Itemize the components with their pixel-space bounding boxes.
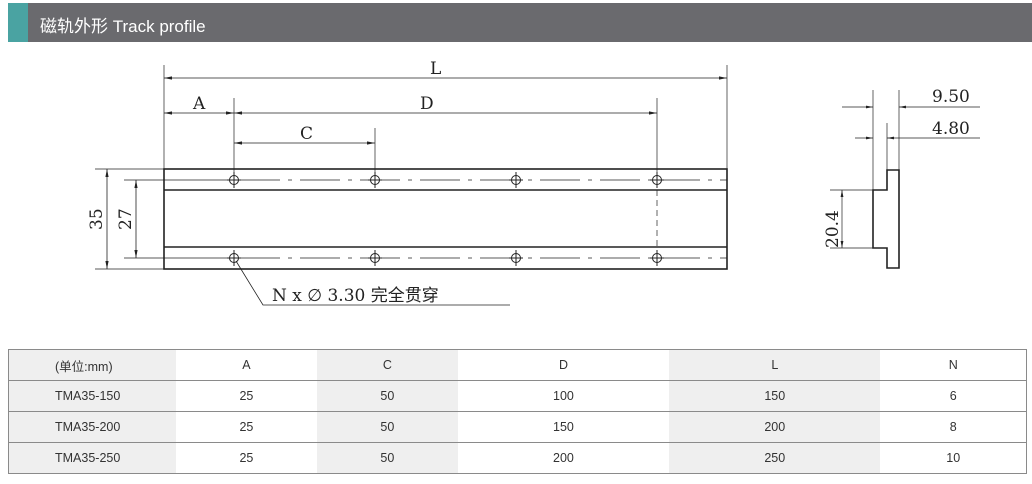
header-cell: N	[880, 349, 1027, 381]
section-header: 磁轨外形 Track profile	[8, 3, 1032, 42]
dim-35: 35	[87, 208, 107, 230]
spec-table: (单位:mm) A C D L N TMA35-150 25 50 100 15…	[8, 349, 1027, 474]
value-cell: 6	[880, 380, 1027, 412]
dim-A: A	[192, 94, 206, 114]
value-cell: 200	[457, 442, 670, 474]
model-cell: TMA35-150	[8, 380, 176, 412]
model-cell: TMA35-250	[8, 442, 176, 474]
dim-9-50: 9.50	[932, 87, 970, 107]
hole-note: N x ∅ 3.30 完全贯穿	[272, 286, 439, 306]
value-cell: 100	[457, 380, 670, 412]
dimension-lines	[105, 76, 727, 269]
table-row: TMA35-200 25 50 150 200 8	[8, 411, 1027, 443]
header-cell: D	[457, 349, 670, 381]
header-accent	[8, 3, 28, 42]
value-cell: 150	[457, 411, 670, 443]
rail-front-view	[163, 168, 728, 270]
rail-side-view: 9.50 4.80 20.4	[823, 87, 980, 269]
value-cell: 200	[669, 411, 881, 443]
header-cell: C	[316, 349, 458, 381]
dim-C: C	[300, 124, 313, 144]
value-cell: 50	[316, 442, 458, 474]
value-cell: 50	[316, 411, 458, 443]
value-cell: 50	[316, 380, 458, 412]
header-cell: L	[669, 349, 881, 381]
track-drawing: L A D C 35 27 N x ∅ 3.30 完全贯穿 9.50 4.80 …	[87, 59, 980, 306]
value-cell: 150	[669, 380, 881, 412]
header-cell: A	[176, 349, 317, 381]
table-row: TMA35-250 25 50 200 250 10	[8, 442, 1027, 474]
value-cell: 25	[176, 442, 317, 474]
value-cell: 25	[176, 411, 317, 443]
hole-leader	[235, 260, 510, 306]
value-cell: 10	[880, 442, 1027, 474]
dim-D: D	[420, 94, 434, 114]
table-header-row: (单位:mm) A C D L N	[8, 349, 1027, 381]
header-cell: (单位:mm)	[8, 349, 176, 381]
value-cell: 25	[176, 380, 317, 412]
model-cell: TMA35-200	[8, 411, 176, 443]
dim-L: L	[430, 59, 441, 79]
table-row: TMA35-150 25 50 100 150 6	[8, 380, 1027, 412]
section-title: 磁轨外形 Track profile	[40, 17, 206, 36]
extension-lines	[95, 65, 728, 270]
dim-20-4: 20.4	[823, 210, 843, 248]
dim-4-80: 4.80	[932, 119, 970, 139]
value-cell: 250	[669, 442, 881, 474]
dim-27: 27	[116, 208, 136, 230]
value-cell: 8	[880, 411, 1027, 443]
